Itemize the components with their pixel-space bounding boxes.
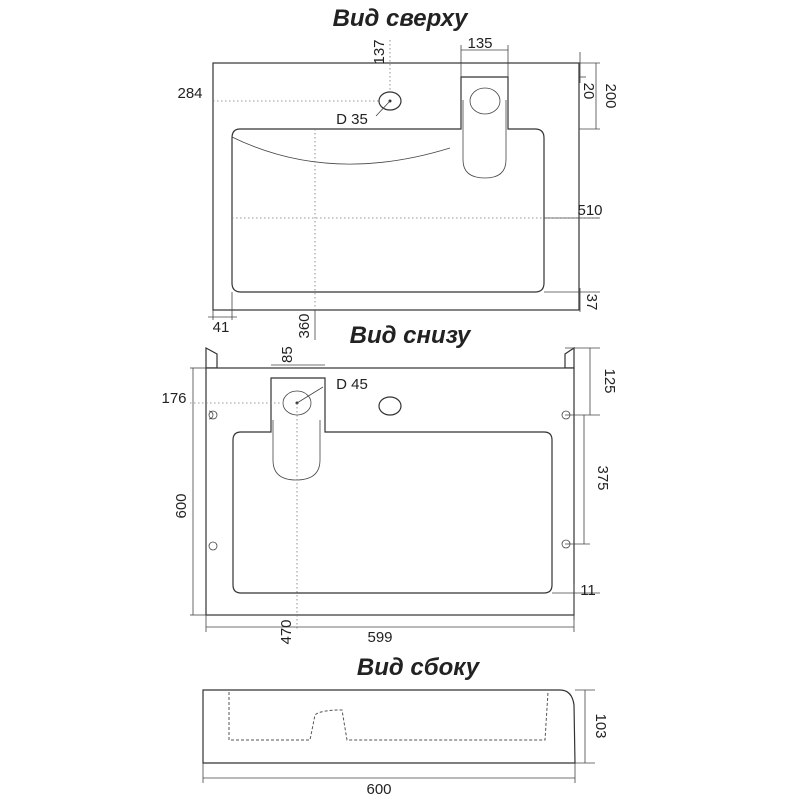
dim-470: 470: [278, 619, 295, 644]
dim-137: 137: [371, 39, 388, 64]
bottom-view: Вид снизу: [161, 322, 618, 646]
dim-85: 85: [279, 346, 296, 363]
bottom-view-overflow-hole: [378, 396, 402, 416]
screw-icon: [208, 541, 218, 551]
dim-284: 284: [177, 85, 202, 102]
side-view-hidden-basin: [228, 691, 549, 741]
top-view-title: Вид сверху: [333, 5, 470, 32]
dim-11: 11: [580, 582, 596, 599]
dim-20: 20: [580, 83, 597, 100]
dim-d35: D 35: [336, 111, 368, 128]
dim-510: 510: [577, 202, 602, 219]
dim-125: 125: [601, 368, 618, 393]
dim-37: 37: [583, 294, 600, 311]
top-view-basin-curve: [231, 136, 451, 165]
top-view-faucet-slot: [462, 100, 507, 179]
dim-600-height: 600: [173, 493, 190, 518]
top-view-hole-leader: [375, 100, 391, 117]
dim-360: 360: [296, 313, 313, 338]
dim-135: 135: [467, 35, 492, 52]
side-view: Вид сбоку 103 600: [202, 654, 609, 798]
dim-176: 176: [161, 390, 186, 407]
bottom-view-hole-leader: [296, 386, 324, 404]
bottom-view-basin: [232, 377, 553, 594]
screw-icon: [208, 410, 214, 420]
dim-side-600: 600: [366, 781, 391, 798]
bottom-view-title: Вид снизу: [350, 322, 472, 349]
top-view: Вид сверху 137: [177, 5, 619, 340]
dim-599: 599: [367, 629, 392, 646]
bottom-view-left-ear: [205, 346, 218, 369]
dim-d45: D 45: [336, 376, 368, 393]
screw-icon: [208, 410, 218, 420]
dim-103: 103: [592, 713, 609, 738]
top-view-faucet-hole: [469, 87, 501, 115]
bottom-view-faucet-slot: [272, 420, 321, 481]
side-view-outline: [202, 689, 576, 764]
dim-200: 200: [602, 83, 619, 108]
dim-375: 375: [594, 465, 611, 490]
bottom-view-right-ear: [564, 346, 575, 369]
top-view-basin: [231, 76, 545, 293]
dim-41: 41: [213, 319, 230, 336]
side-view-title: Вид сбоку: [357, 654, 481, 681]
